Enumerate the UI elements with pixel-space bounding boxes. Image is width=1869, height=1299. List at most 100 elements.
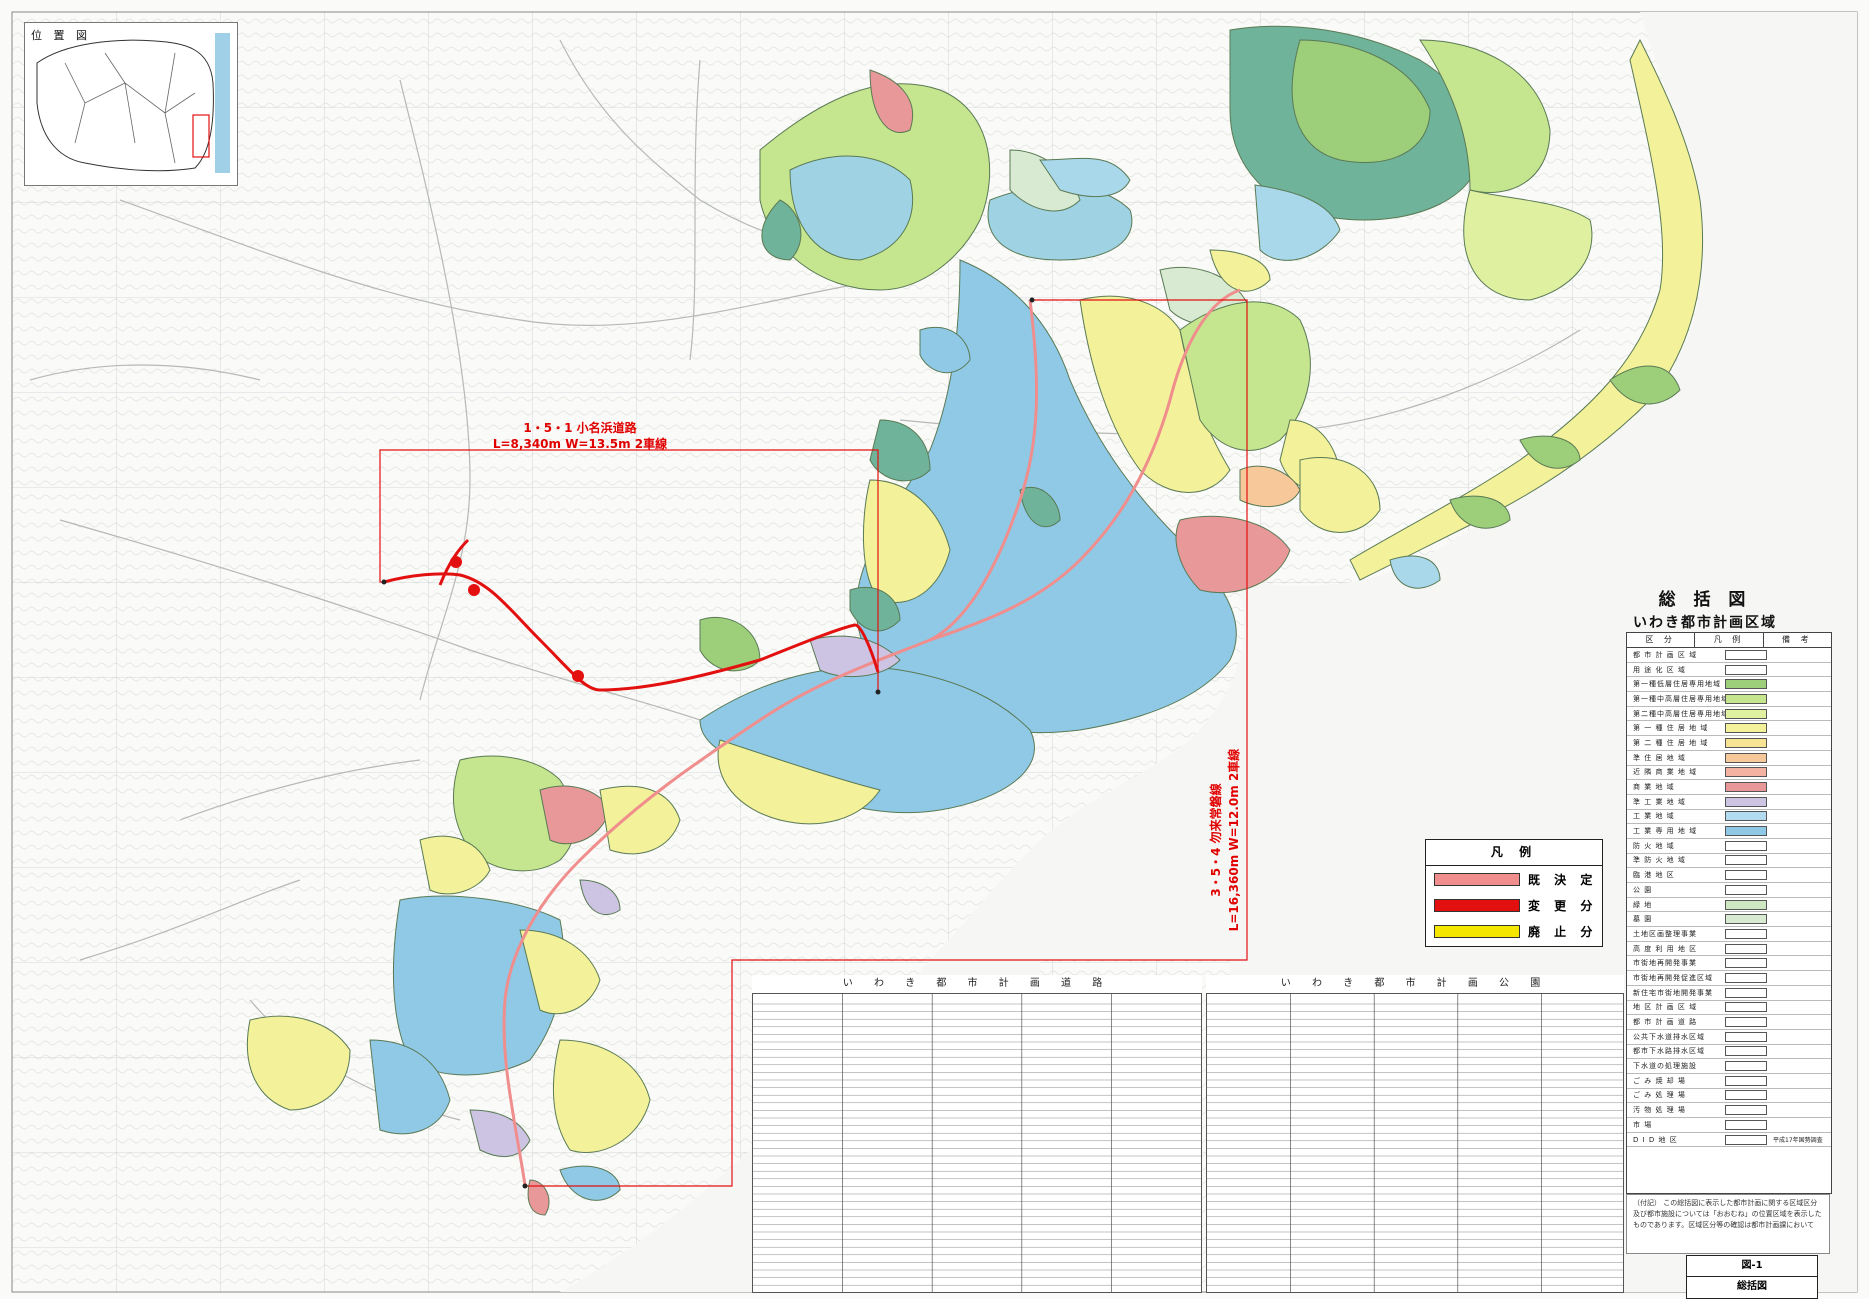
zone-legend-row: D I D 地 区 平成17年国勢調査 <box>1627 1133 1831 1148</box>
zone-label: 準 工 業 地 域 <box>1633 797 1686 806</box>
zone-legend-row: 第二種中高層住居専用地域 <box>1627 707 1831 722</box>
roads-table-grid <box>752 993 1202 1293</box>
prefecture-outline <box>36 33 230 173</box>
zone-legend-row: 墓 園 <box>1627 912 1831 928</box>
route-legend-title: 凡 例 <box>1426 840 1602 866</box>
zone-swatch <box>1725 972 1767 983</box>
zone-legend-row: ご み 焼 却 場 <box>1627 1074 1831 1089</box>
zone-legend-row: ご み 処 理 場 <box>1627 1089 1831 1104</box>
zone-legend-row: 都 市 計 画 区 域 <box>1627 648 1831 663</box>
zone-legend-row: 第 二 種 住 居 地 域 <box>1627 736 1831 751</box>
zone-legend-row: 高 度 利 用 地 区 <box>1627 942 1831 957</box>
zone-legend-row: 第一種低層住居専用地域 <box>1627 677 1831 693</box>
parks-table-lines <box>1207 994 1623 1292</box>
zone-swatch <box>1725 1061 1767 1072</box>
zone-label: 第 二 種 住 居 地 域 <box>1633 738 1709 747</box>
map-subtitle: いわき都市計画区域 <box>1633 615 1777 631</box>
zone-legend-row: 準 住 居 地 域 <box>1627 751 1831 766</box>
parks-table: い わ き 都 市 計 画 公 園 <box>1206 975 1624 1293</box>
zone-legend-row: 都市下水路排水区域 <box>1627 1045 1831 1060</box>
zone-swatch <box>1725 943 1767 954</box>
zone-swatch <box>1725 737 1767 748</box>
zone-legend-row: 土地区画整理事業 <box>1627 927 1831 942</box>
legend-row-existing: 既 決 定 <box>1426 866 1602 892</box>
zone-label: ご み 処 理 場 <box>1633 1091 1686 1100</box>
roads-table-lines <box>753 994 1201 1292</box>
zone-label: 第 一 種 住 居 地 域 <box>1633 724 1709 733</box>
zone-legend-row: 準 工 業 地 域 <box>1627 795 1831 810</box>
zone-label: 近 隣 商 業 地 域 <box>1633 768 1698 777</box>
zone-legend-row: 都 市 計 画 道 路 <box>1627 1015 1831 1030</box>
zone-swatch <box>1725 840 1767 851</box>
zone-label: 都 市 計 画 道 路 <box>1633 1018 1698 1027</box>
zone-legend-row: 用 途 化 区 域 <box>1627 663 1831 678</box>
zone-swatch <box>1725 987 1767 998</box>
zone-legend-row: 市街地再開発促進区域 <box>1627 971 1831 986</box>
zone-swatch <box>1725 664 1767 675</box>
zone-label: 新住宅市街地開発事業 <box>1633 988 1713 997</box>
zone-label: 汚 物 処 理 場 <box>1633 1106 1686 1115</box>
zone-legend-row: 商 業 地 域 <box>1627 780 1831 795</box>
zone-swatch <box>1725 767 1767 778</box>
zone-swatch <box>1725 958 1767 969</box>
route-1-spec-label: L=8,340m W=13.5m 2車線 <box>493 436 667 451</box>
zone-swatch <box>1725 782 1767 793</box>
annotation-leaders <box>379 299 1248 1187</box>
zone-swatch <box>1725 1046 1767 1057</box>
zone-label: 土地区画整理事業 <box>1633 929 1697 938</box>
zone-legend-header: 区 分 凡 例 備 考 <box>1627 633 1831 648</box>
zone-swatch <box>1725 679 1767 690</box>
zone-swatch <box>1725 914 1767 925</box>
zone-label: 市 場 <box>1633 1120 1653 1129</box>
zone-swatch <box>1725 723 1767 734</box>
zone-header-category: 区 分 <box>1627 633 1696 647</box>
zone-header-remarks: 備 考 <box>1782 635 1813 644</box>
legend-swatch-abolished <box>1434 924 1520 938</box>
zone-legend-row: 第一種中高層住居専用地域 <box>1627 692 1831 707</box>
zone-legend-row: 第 一 種 住 居 地 域 <box>1627 721 1831 737</box>
map-note: （付記） この総括図に表示した都市計画に関する区域区分及び都市施設については「お… <box>1626 1194 1830 1254</box>
zone-label: 第二種中高層住居専用地域 <box>1633 709 1725 718</box>
parks-table-grid <box>1206 993 1624 1293</box>
zone-label: 防 火 地 域 <box>1633 841 1675 850</box>
zone-legend-row: 公共下水道排水区域 <box>1627 1030 1831 1045</box>
zone-label: 高 度 利 用 地 区 <box>1633 944 1698 953</box>
zone-swatch <box>1725 928 1767 939</box>
zone-swatch <box>1725 1017 1767 1028</box>
zone-label: 都 市 計 画 区 域 <box>1633 650 1698 659</box>
zone-swatch <box>1725 693 1767 704</box>
zone-swatch <box>1725 1119 1767 1130</box>
zone-swatch <box>1725 1090 1767 1101</box>
land-use-zones <box>246 25 1703 1216</box>
zone-swatch <box>1725 796 1767 807</box>
zone-label: 臨 港 地 区 <box>1633 871 1675 880</box>
zone-label: 第一種低層住居専用地域 <box>1633 680 1721 689</box>
map-title: 総 括 図 <box>1658 590 1752 610</box>
zone-legend-row: 市街地再開発事業 <box>1627 956 1831 972</box>
zone-label: 工 業 地 域 <box>1633 812 1675 821</box>
zone-label: 商 業 地 域 <box>1633 783 1675 792</box>
zone-swatch <box>1725 899 1767 910</box>
legend-label-abolished: 廃 止 分 <box>1528 924 1598 939</box>
zone-legend-row: 近 隣 商 業 地 域 <box>1627 766 1831 781</box>
zone-swatch <box>1725 811 1767 822</box>
zone-label: 公共下水道排水区域 <box>1633 1032 1705 1041</box>
figure-number: 図-1 <box>1687 1256 1817 1277</box>
zone-label: 市街地再開発事業 <box>1633 959 1697 968</box>
route-2-name-label: 3・5・4 勿来常磐線 <box>1208 783 1223 896</box>
legend-row-abolished: 廃 止 分 <box>1426 918 1602 944</box>
zone-remark: 平成17年国勢調査 <box>1773 1137 1823 1145</box>
zone-legend-row: 工 業 専 用 地 域 <box>1627 824 1831 839</box>
zone-swatch <box>1725 855 1767 866</box>
legend-label-changed: 変 更 分 <box>1528 898 1598 913</box>
zone-legend-row: 工 業 地 域 <box>1627 810 1831 825</box>
zone-legend-row: 地 区 計 画 区 域 <box>1627 1001 1831 1016</box>
legend-row-changed: 変 更 分 <box>1426 892 1602 918</box>
zone-legend-row: 下水道の処理施設 <box>1627 1059 1831 1074</box>
zone-label: D I D 地 区 <box>1633 1135 1678 1144</box>
zone-label: 第一種中高層住居専用地域 <box>1633 694 1725 703</box>
zone-swatch <box>1725 870 1767 881</box>
roads-table: い わ き 都 市 計 画 道 路 <box>752 975 1202 1293</box>
